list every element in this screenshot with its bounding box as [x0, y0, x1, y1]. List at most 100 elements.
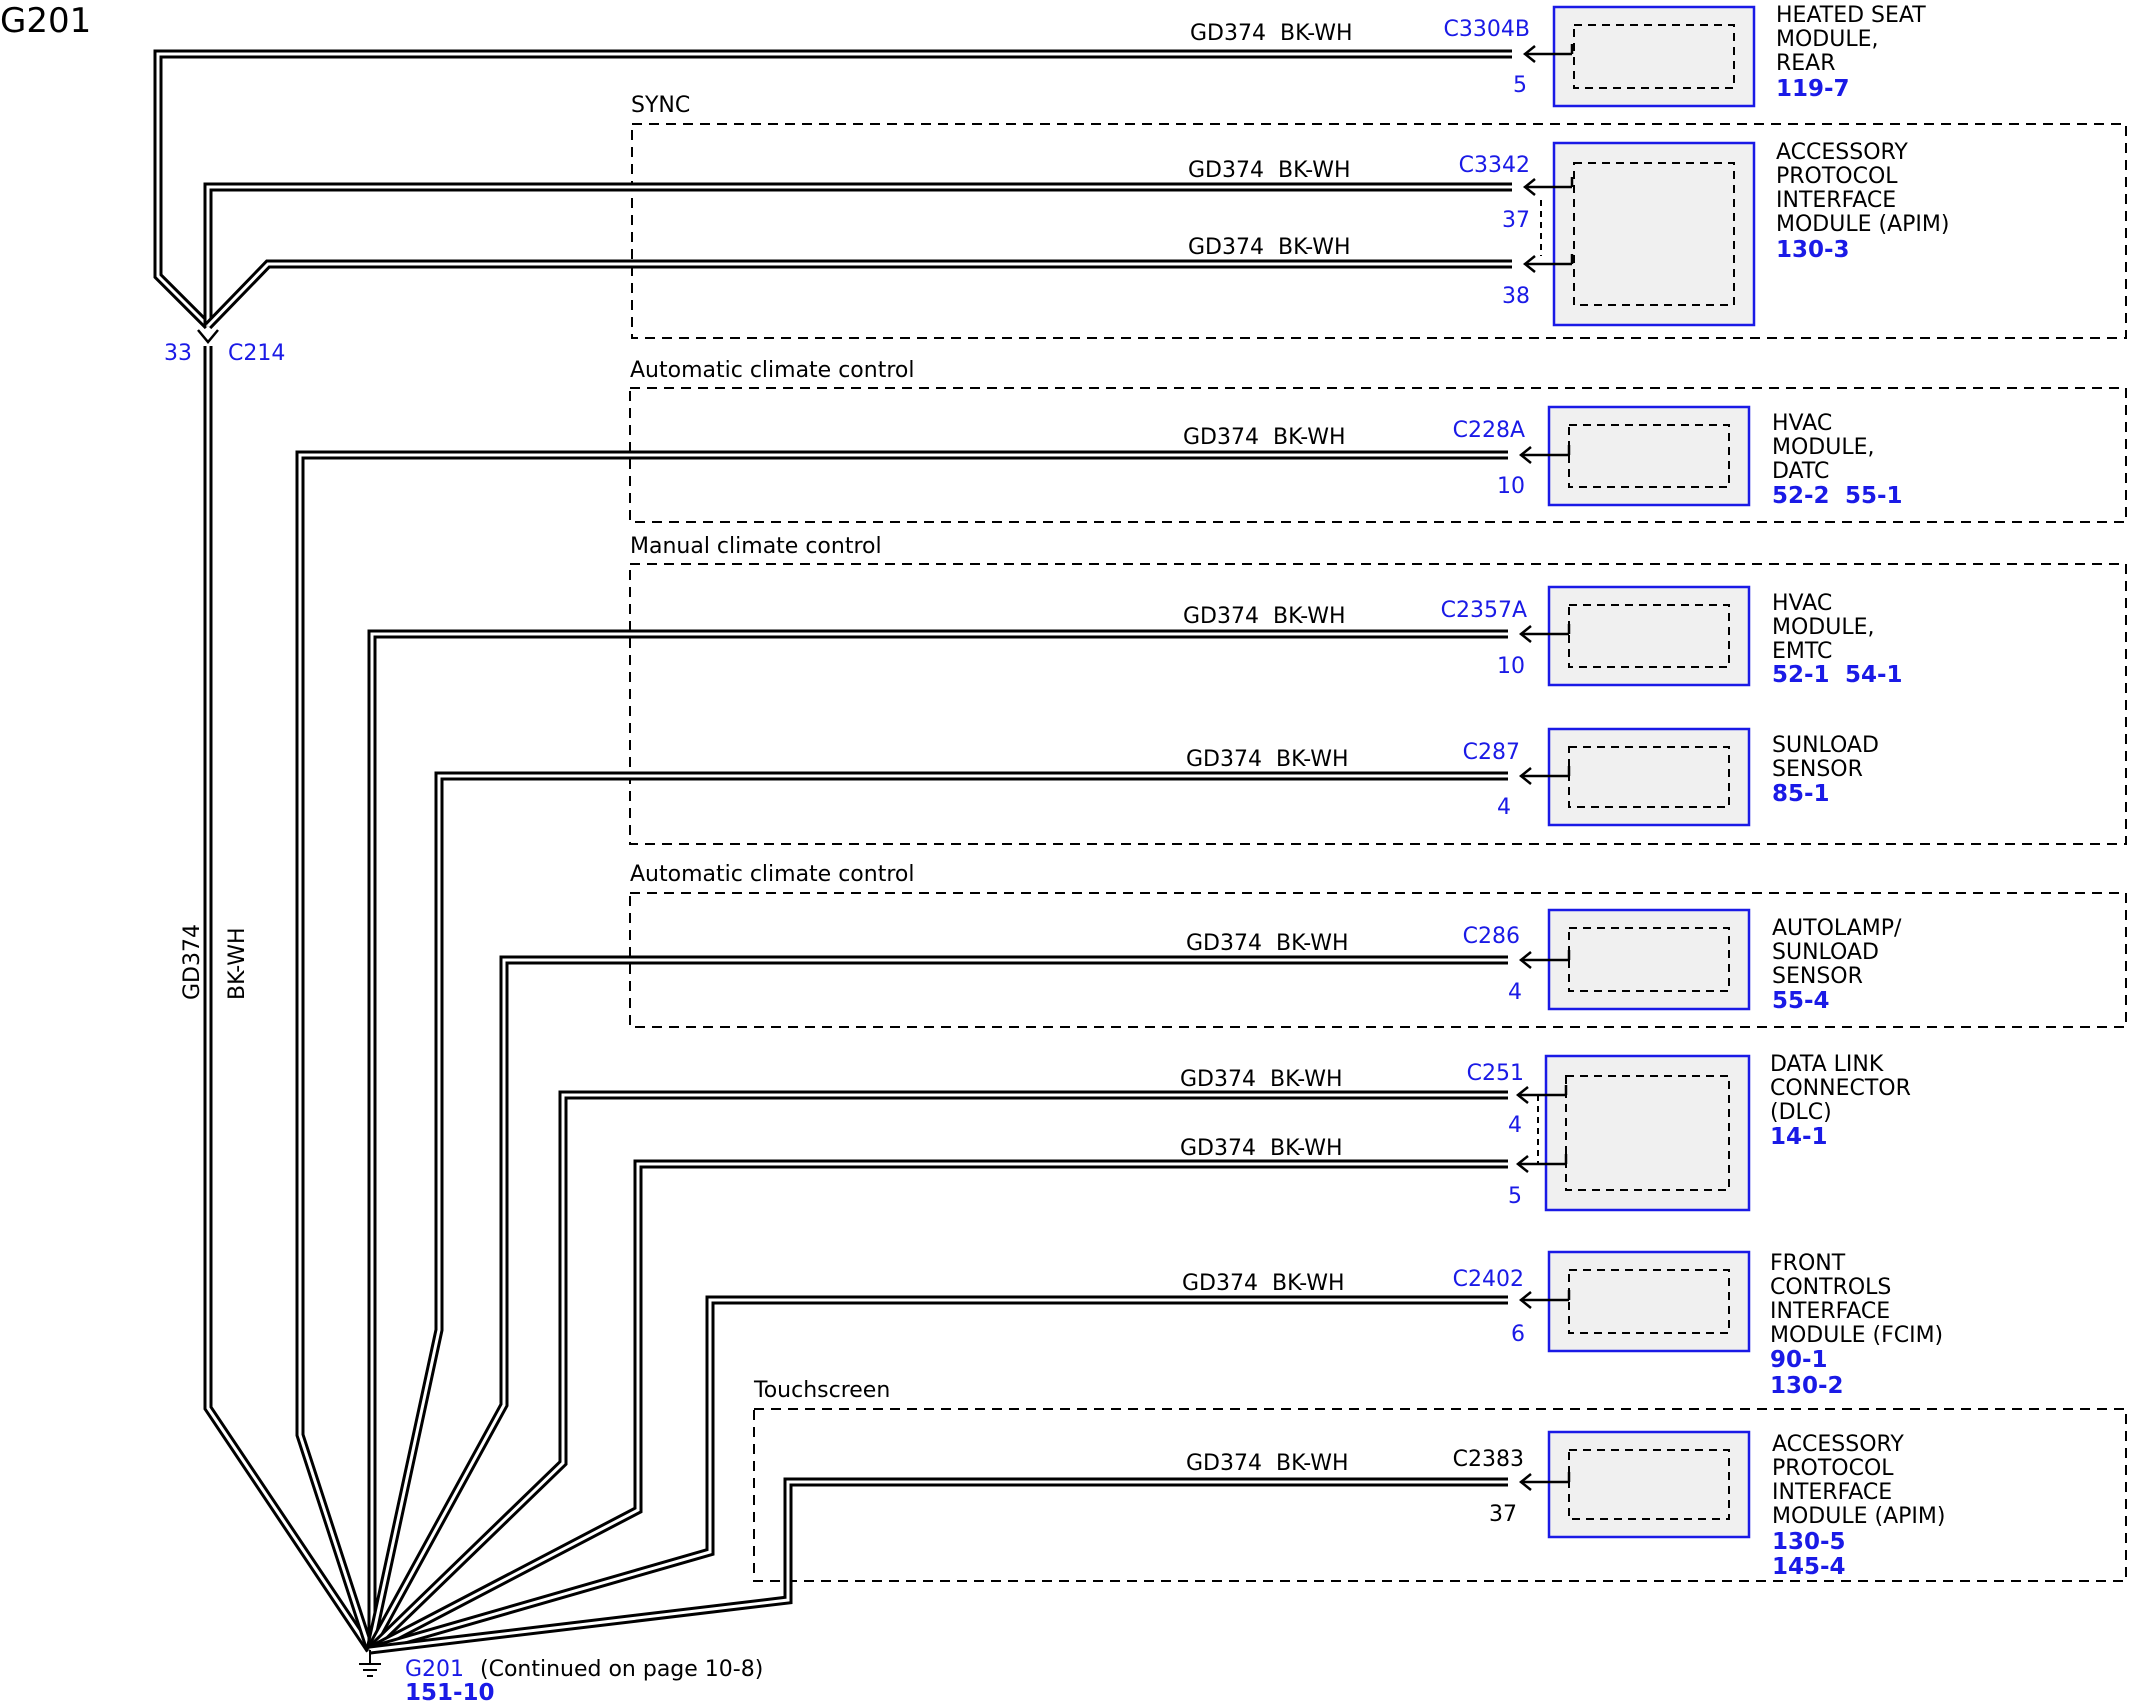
page-ref-link[interactable]: 130-2	[1770, 1373, 1844, 1399]
module-box	[1552, 141, 1756, 327]
wire-apim-38	[204, 259, 1512, 330]
terminal-c2402	[1518, 1290, 1571, 1309]
module-box	[1547, 1250, 1751, 1353]
terminal-c286	[1518, 950, 1571, 969]
wire-apim-37	[203, 182, 1512, 326]
page-ref-link[interactable]: 54-1	[1845, 662, 1903, 688]
pin-number: 6	[1511, 1322, 1525, 1347]
module-refs-fcim[interactable]: 90-1 130-2	[1770, 1347, 1844, 1399]
page-ref-link[interactable]: 130-3	[1776, 237, 1850, 263]
group-label-manual-climate: Manual climate control	[630, 534, 882, 559]
trunk-circuit-label: GD374	[180, 924, 205, 1000]
splice-connector[interactable]: C214	[228, 341, 285, 366]
module-inner-box	[1573, 162, 1735, 306]
module-name-line: FRONT	[1770, 1251, 1846, 1276]
module-name-fcim: FRONT CONTROLS INTERFACE MODULE (FCIM)	[1770, 1251, 1943, 1348]
connector-id[interactable]: C287	[1463, 740, 1520, 765]
trunk-color-label: BK-WH	[225, 927, 250, 1000]
module-hvac-emtc	[1547, 585, 1751, 687]
group-label-auto-climate-1: Automatic climate control	[630, 358, 914, 383]
module-name-line: EMTC	[1772, 639, 1832, 664]
connector-id[interactable]: C3342	[1459, 153, 1530, 178]
pin-number: 4	[1508, 980, 1522, 1005]
wire-apim-touchscreen	[369, 1477, 1508, 1655]
page-ref-link[interactable]: 85-1	[1772, 781, 1830, 807]
page-ref-link[interactable]: 55-1	[1845, 483, 1903, 509]
module-refs-apim-sync[interactable]: 130-3	[1776, 237, 1850, 263]
diagram-title: G201	[0, 1, 91, 41]
connector-id[interactable]: C228A	[1453, 418, 1525, 443]
connector-labels: C3304B 5 C3342 37 38 C228A 10 C2357A 10 …	[1441, 17, 1530, 1527]
connector-id[interactable]: C2402	[1453, 1267, 1524, 1292]
connector-id[interactable]: C2357A	[1441, 598, 1527, 623]
module-name-line: CONTROLS	[1770, 1275, 1891, 1300]
module-sunload-sensor	[1547, 727, 1751, 827]
group-labels: SYNC Automatic climate control Manual cl…	[630, 93, 914, 1403]
ground-name[interactable]: G201	[405, 1657, 464, 1682]
module-hvac-datc	[1547, 405, 1751, 507]
module-name-apim-sync: ACCESSORY PROTOCOL INTERFACE MODULE (API…	[1776, 140, 1949, 237]
module-name-hvac-datc: HVAC MODULE, DATC	[1772, 411, 1882, 484]
page-ref-link[interactable]: 52-2	[1772, 483, 1830, 509]
connector-id[interactable]: C251	[1467, 1061, 1524, 1086]
group-box-auto-climate-1	[629, 387, 2127, 523]
terminal-c2383	[1518, 1472, 1571, 1491]
pin-number: 38	[1502, 284, 1530, 309]
module-box	[1547, 1430, 1751, 1539]
pin-number: 10	[1497, 654, 1525, 679]
module-refs-hvac-datc[interactable]: 52-2 55-1	[1772, 483, 1903, 509]
module-name-hvac-emtc: HVAC MODULE, EMTC	[1772, 591, 1882, 664]
module-heated-seat-rear	[1552, 5, 1756, 108]
wire-dlc-5	[367, 1159, 1508, 1654]
module-name-line: SUNLOAD	[1772, 733, 1879, 758]
connector-id[interactable]: C2383	[1453, 1447, 1524, 1472]
module-name-line: ACCESSORY	[1776, 140, 1908, 165]
module-refs-heated-seat-rear[interactable]: 119-7	[1776, 76, 1850, 102]
module-name-line: INTERFACE	[1772, 1480, 1892, 1505]
page-ref-link[interactable]: 90-1	[1770, 1347, 1828, 1373]
page-ref-link[interactable]: 55-4	[1772, 988, 1830, 1014]
module-refs-apim-touchscreen[interactable]: 130-5 145-4	[1772, 1529, 1854, 1580]
module-name-line: INTERFACE	[1770, 1299, 1890, 1324]
module-name-apim-touchscreen: ACCESSORY PROTOCOL INTERFACE MODULE (API…	[1772, 1432, 1945, 1529]
module-labels: HEATED SEAT MODULE, REAR 119-7 ACCESSORY…	[1770, 3, 1949, 1580]
page-ref-link[interactable]: 52-1	[1772, 662, 1830, 688]
group-box-sync	[631, 123, 2127, 339]
page-ref-link[interactable]: 119-7	[1776, 76, 1850, 102]
module-name-line: SUNLOAD	[1772, 940, 1879, 965]
wire-sunload	[365, 771, 1508, 1651]
module-apim-touchscreen	[1547, 1430, 1751, 1539]
ground-icon	[359, 1650, 381, 1677]
connector-id[interactable]: C286	[1463, 924, 1520, 949]
module-name-line: PROTOCOL	[1776, 164, 1898, 189]
group-box-touchscreen	[753, 1408, 2127, 1582]
page-ref-link[interactable]: 145-4	[1772, 1554, 1846, 1580]
module-refs-sunload-sensor[interactable]: 85-1	[1772, 781, 1830, 807]
module-inner-box	[1565, 1075, 1730, 1191]
module-refs-autolamp-sunload-sensor[interactable]: 55-4	[1772, 988, 1830, 1014]
wire-heated-seat	[153, 49, 1512, 330]
pin-number: 4	[1508, 1113, 1522, 1138]
module-name-line: CONNECTOR	[1770, 1076, 1911, 1101]
module-name-line: HVAC	[1772, 591, 1832, 616]
module-refs-hvac-emtc[interactable]: 52-1 54-1	[1772, 662, 1903, 688]
wire-trunk	[203, 346, 374, 1653]
ground-page-ref[interactable]: 151-10	[405, 1680, 495, 1702]
group-boxes	[629, 123, 2127, 1582]
module-name-line: INTERFACE	[1776, 188, 1896, 213]
wires	[153, 49, 1512, 1655]
terminal-c2357a	[1518, 624, 1571, 643]
connector-id[interactable]: C3304B	[1444, 17, 1530, 42]
page-ref-link[interactable]: 14-1	[1770, 1124, 1828, 1150]
pin-number: 37	[1502, 208, 1530, 233]
module-refs-data-link-connector[interactable]: 14-1	[1770, 1124, 1828, 1150]
terminal-c3304b	[1522, 44, 1574, 63]
module-name-line: HEATED SEAT	[1776, 3, 1926, 28]
page-ref-link[interactable]: 130-5	[1772, 1529, 1846, 1555]
